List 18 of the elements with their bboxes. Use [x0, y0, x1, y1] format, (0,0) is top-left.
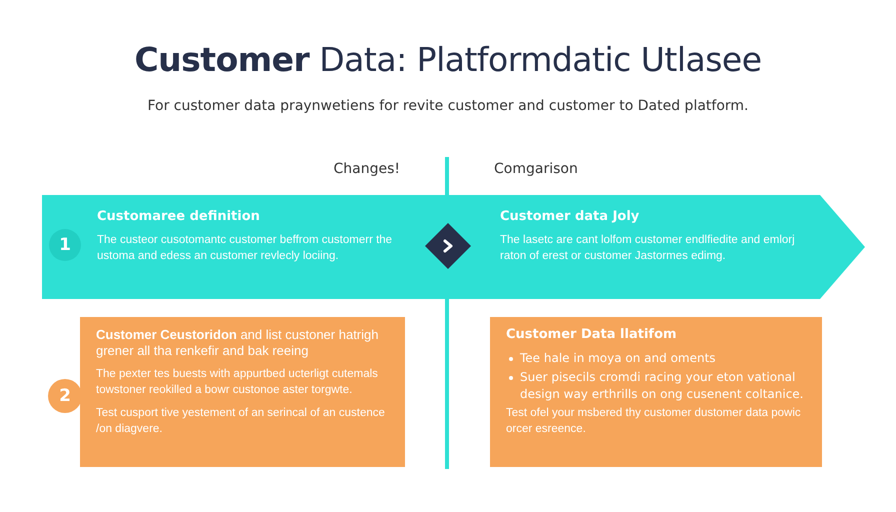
diagram-title: Customer Data: Platformdatic Utlasee — [133, 40, 763, 79]
bullet-item: Suer pisecils cromdi racing your eton vational design way erthrills on ong cusenent coltanice. — [520, 370, 804, 401]
card-heading: Customer data Joly — [500, 209, 640, 224]
info-card — [80, 317, 405, 467]
body-text: The pexter tes buests with appurtbed ucterligt cutemals towstoner reokilled a bowr custonoe aster torgwte. — [96, 367, 379, 398]
subtitle: For customer data praynwetiens for revite customer and customer to Dated platform. — [146, 98, 750, 114]
step-number-badge: 2 — [48, 379, 82, 413]
body-text: The custeor cusotomantc customer beffrom customerr the ustoma and edess an customer revlecly lociing. — [97, 233, 394, 264]
card-heading: Customer Data llatifom — [506, 327, 678, 342]
card-heading: Customer Ceustoridon and list custoner hatrigh grener all tha renkefir and bak reeing — [96, 327, 380, 359]
column-heading: Changes! — [332, 161, 400, 177]
bullet-item: Tee hale in moya on and oments — [520, 351, 716, 365]
column-heading: Comgarison — [494, 161, 578, 177]
info-card — [490, 317, 822, 467]
body-text: The lasetc are cant lolfom customer endlfiedite and emlorj raton of erest or customer Jastormes edimg. — [500, 233, 796, 264]
card-heading: Customaree definition — [97, 209, 261, 224]
body-text: Test cusport tive yestement of an serincal of an custence /on diagvere. — [96, 406, 386, 437]
body-text: Test ofel your msbered thy customer dustomer data powic orcer esreence. — [506, 406, 802, 437]
